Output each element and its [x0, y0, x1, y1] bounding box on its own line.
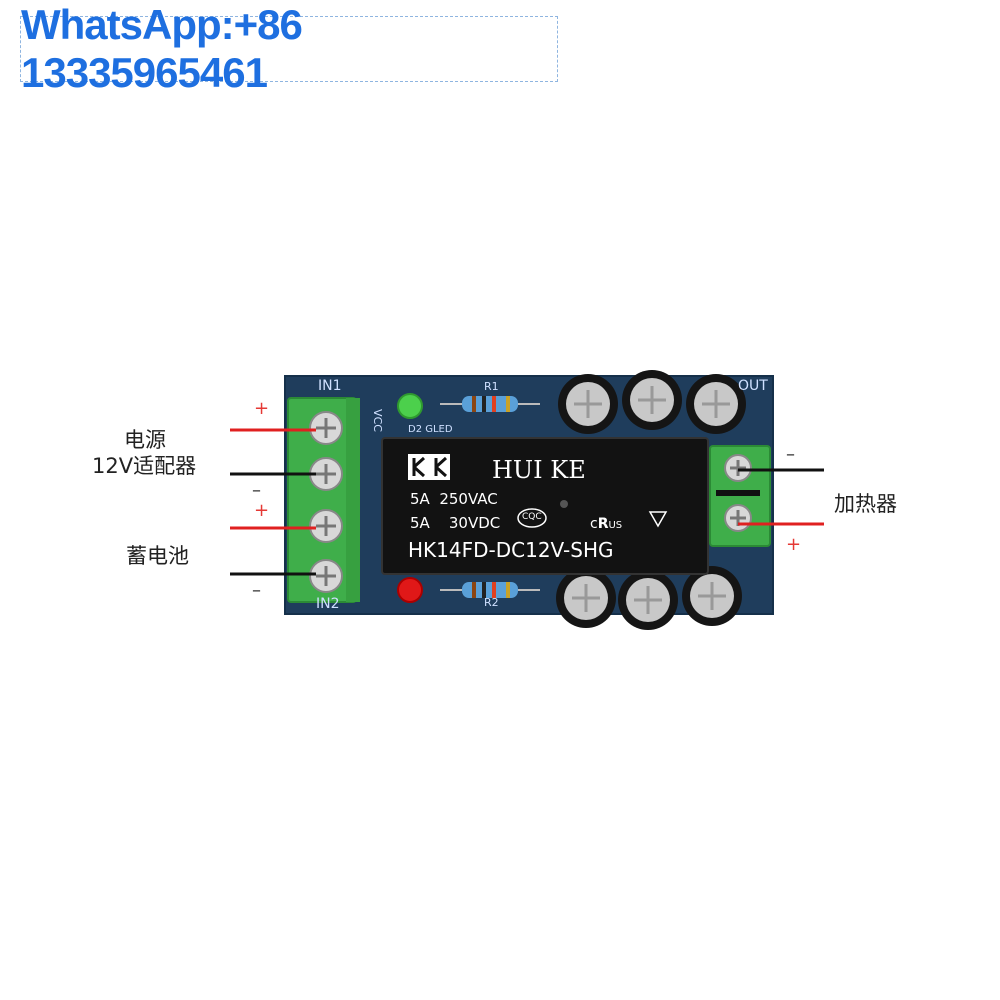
label-r2: R2 [484, 596, 499, 609]
label-r1: R1 [484, 380, 499, 393]
terminal-screws-left [309, 411, 343, 593]
sign-battery-minus: – [252, 580, 261, 601]
green-led [397, 393, 423, 419]
sign-power-minus: – [252, 480, 261, 501]
resistor-r2 [440, 582, 540, 598]
label-out: OUT [738, 378, 768, 394]
capacitors-top [558, 370, 746, 434]
red-led [397, 577, 423, 603]
label-led: D2 GLED [408, 424, 453, 435]
relay-cert-marks: cRUS [517, 508, 668, 532]
sign-heater-minus: – [786, 444, 795, 465]
relay-cqc: CQC [522, 512, 542, 522]
relay-rating-dc: 5A 30VDC [410, 514, 501, 532]
relay-logo [408, 454, 450, 480]
sign-power-plus: + [254, 398, 270, 419]
sign-battery-plus: + [254, 500, 270, 521]
label-power-line1: 电源 [124, 428, 166, 452]
relay [381, 437, 709, 575]
relay-model: HK14FD-DC12V-SHG [408, 538, 614, 562]
relay-brand: HUI KE [492, 456, 586, 484]
label-in2: IN2 [316, 596, 340, 612]
label-battery: 蓄电池 [126, 544, 189, 568]
label-vcc: VCC [370, 409, 384, 432]
label-heater: 加热器 [834, 492, 897, 516]
label-in1: IN1 [318, 378, 342, 394]
svg-text:cRUS: cRUS [590, 516, 622, 532]
relay-rating-ac: 5A 250VAC [410, 490, 498, 508]
capacitors-bottom [556, 566, 742, 630]
sign-heater-plus: + [786, 534, 802, 555]
resistor-r1 [440, 396, 540, 412]
label-power-line2: 12V适配器 [92, 454, 197, 478]
